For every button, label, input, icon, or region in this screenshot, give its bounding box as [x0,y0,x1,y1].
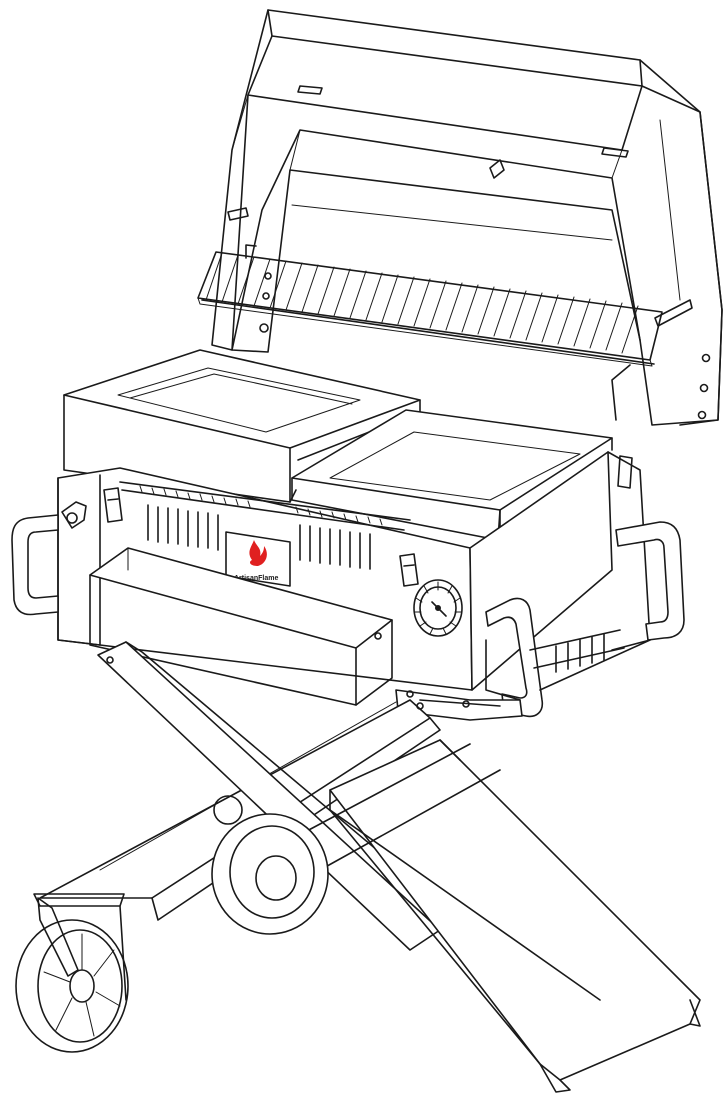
flame-logo-icon [249,540,267,566]
x-frame-stand [39,641,701,1093]
griddle-tray-right [291,409,613,569]
brand-logo-text: ArtisanFlame [234,575,278,582]
warming-rack [197,244,663,421]
logo-plate: ArtisanFlame [225,531,291,587]
rear-wheel [211,795,329,935]
left-handle [11,514,59,616]
front-side-shelf [89,547,393,706]
control-knob-icon [413,579,463,637]
front-wheel [15,893,129,1053]
right-handle [485,521,685,718]
